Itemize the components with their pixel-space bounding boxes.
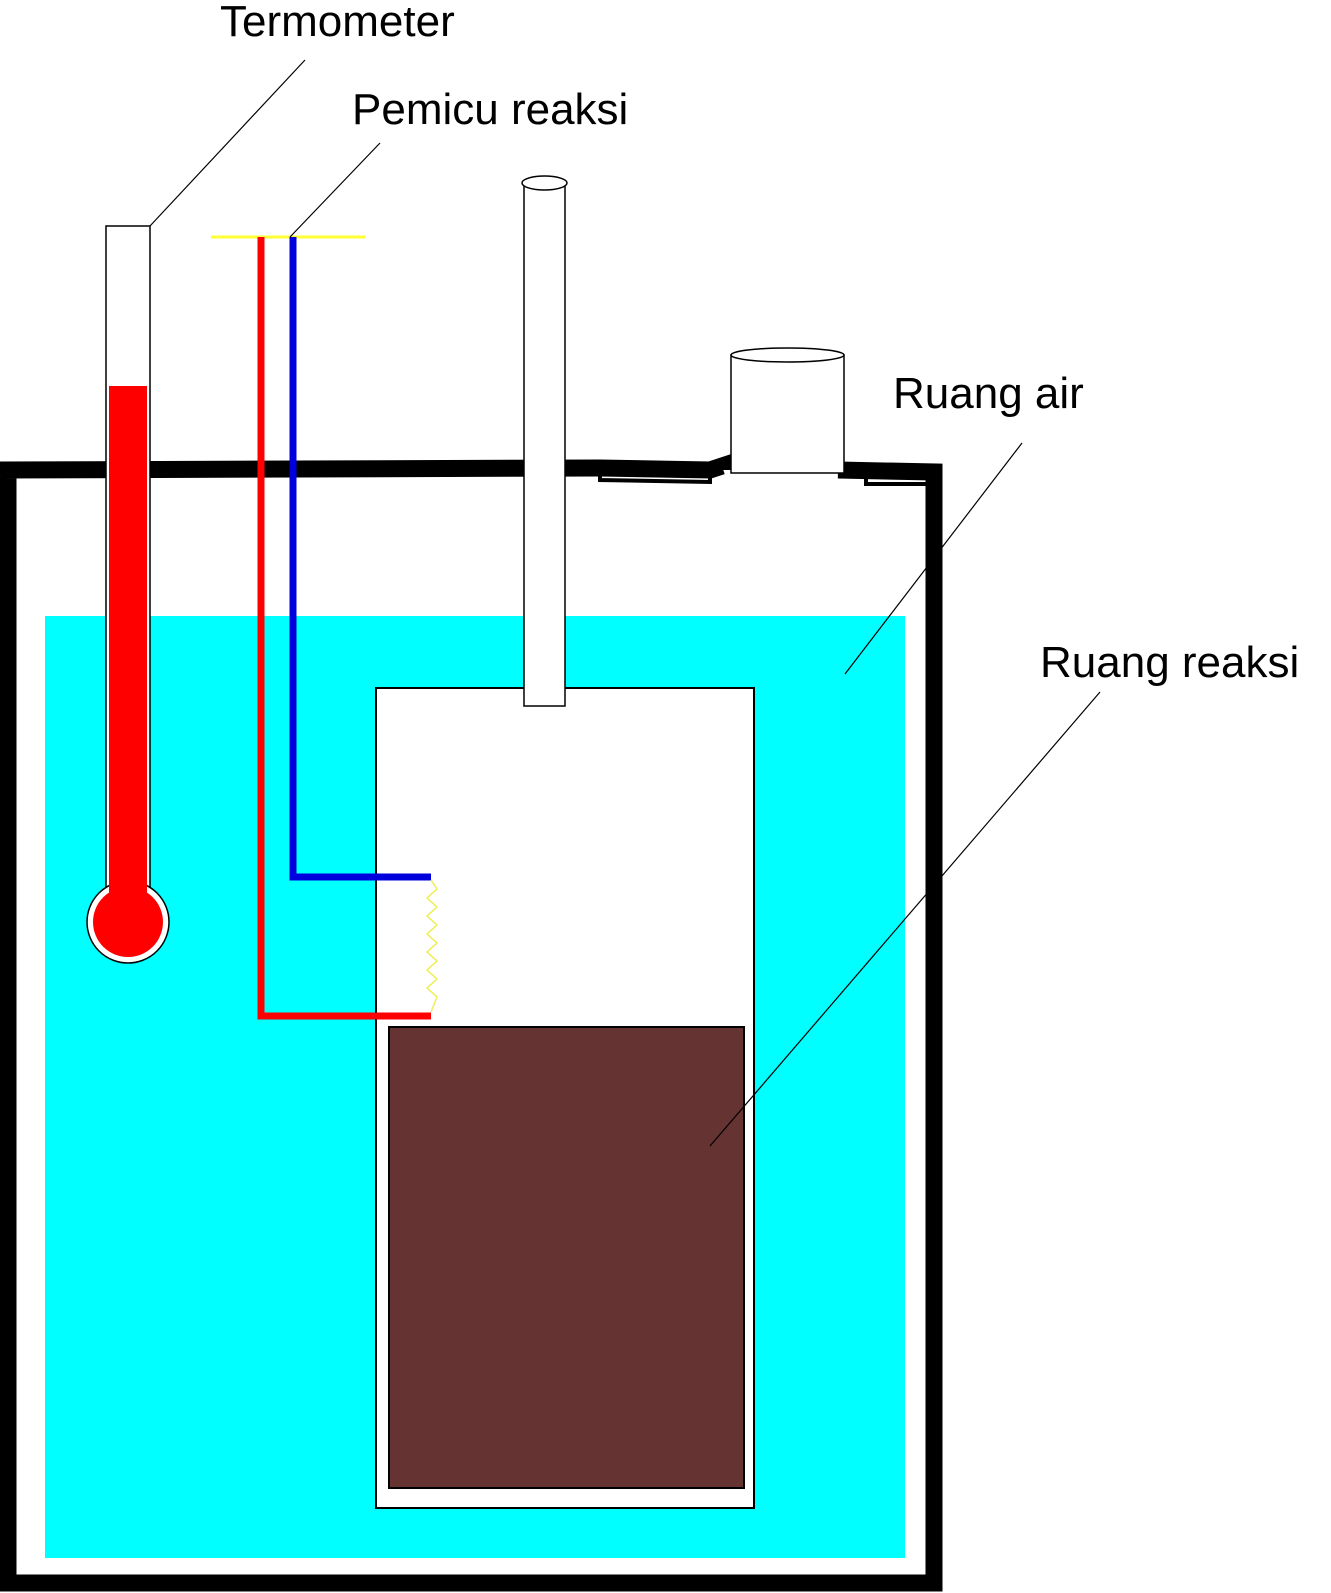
outer-vessel — [0, 454, 943, 1592]
leader-line-reaction-chamber — [709, 691, 1101, 1147]
label-igniter: Pemicu reaksi — [352, 85, 628, 134]
leader-line-thermometer — [149, 59, 306, 227]
igniter — [211, 235, 439, 1020]
label-reaction-chamber: Ruang reaksi — [1040, 638, 1299, 687]
filler-neck — [730, 347, 845, 474]
leader-line-igniter — [289, 142, 381, 238]
sample — [388, 1026, 745, 1489]
igniter-wire-red — [257, 237, 431, 1020]
chamber-tube-body — [523, 182, 566, 707]
chamber-tube-rim — [521, 175, 568, 191]
thermometer-fluid-bulb — [93, 887, 163, 957]
leader-lines — [149, 59, 1101, 1147]
label-thermometer: Termometer — [220, 0, 455, 46]
outer-vessel-lid — [0, 465, 934, 486]
chamber-tube — [521, 175, 568, 707]
igniter-wire-blue — [289, 237, 431, 881]
leader-line-water-chamber — [844, 442, 1023, 675]
thermometer-fluid-column — [109, 386, 147, 906]
filler-neck-body — [730, 354, 845, 474]
filler-neck-rim — [730, 347, 845, 363]
igniter-filament — [425, 879, 439, 1013]
label-water-chamber: Ruang air — [893, 369, 1084, 418]
thermometer — [86, 225, 170, 964]
